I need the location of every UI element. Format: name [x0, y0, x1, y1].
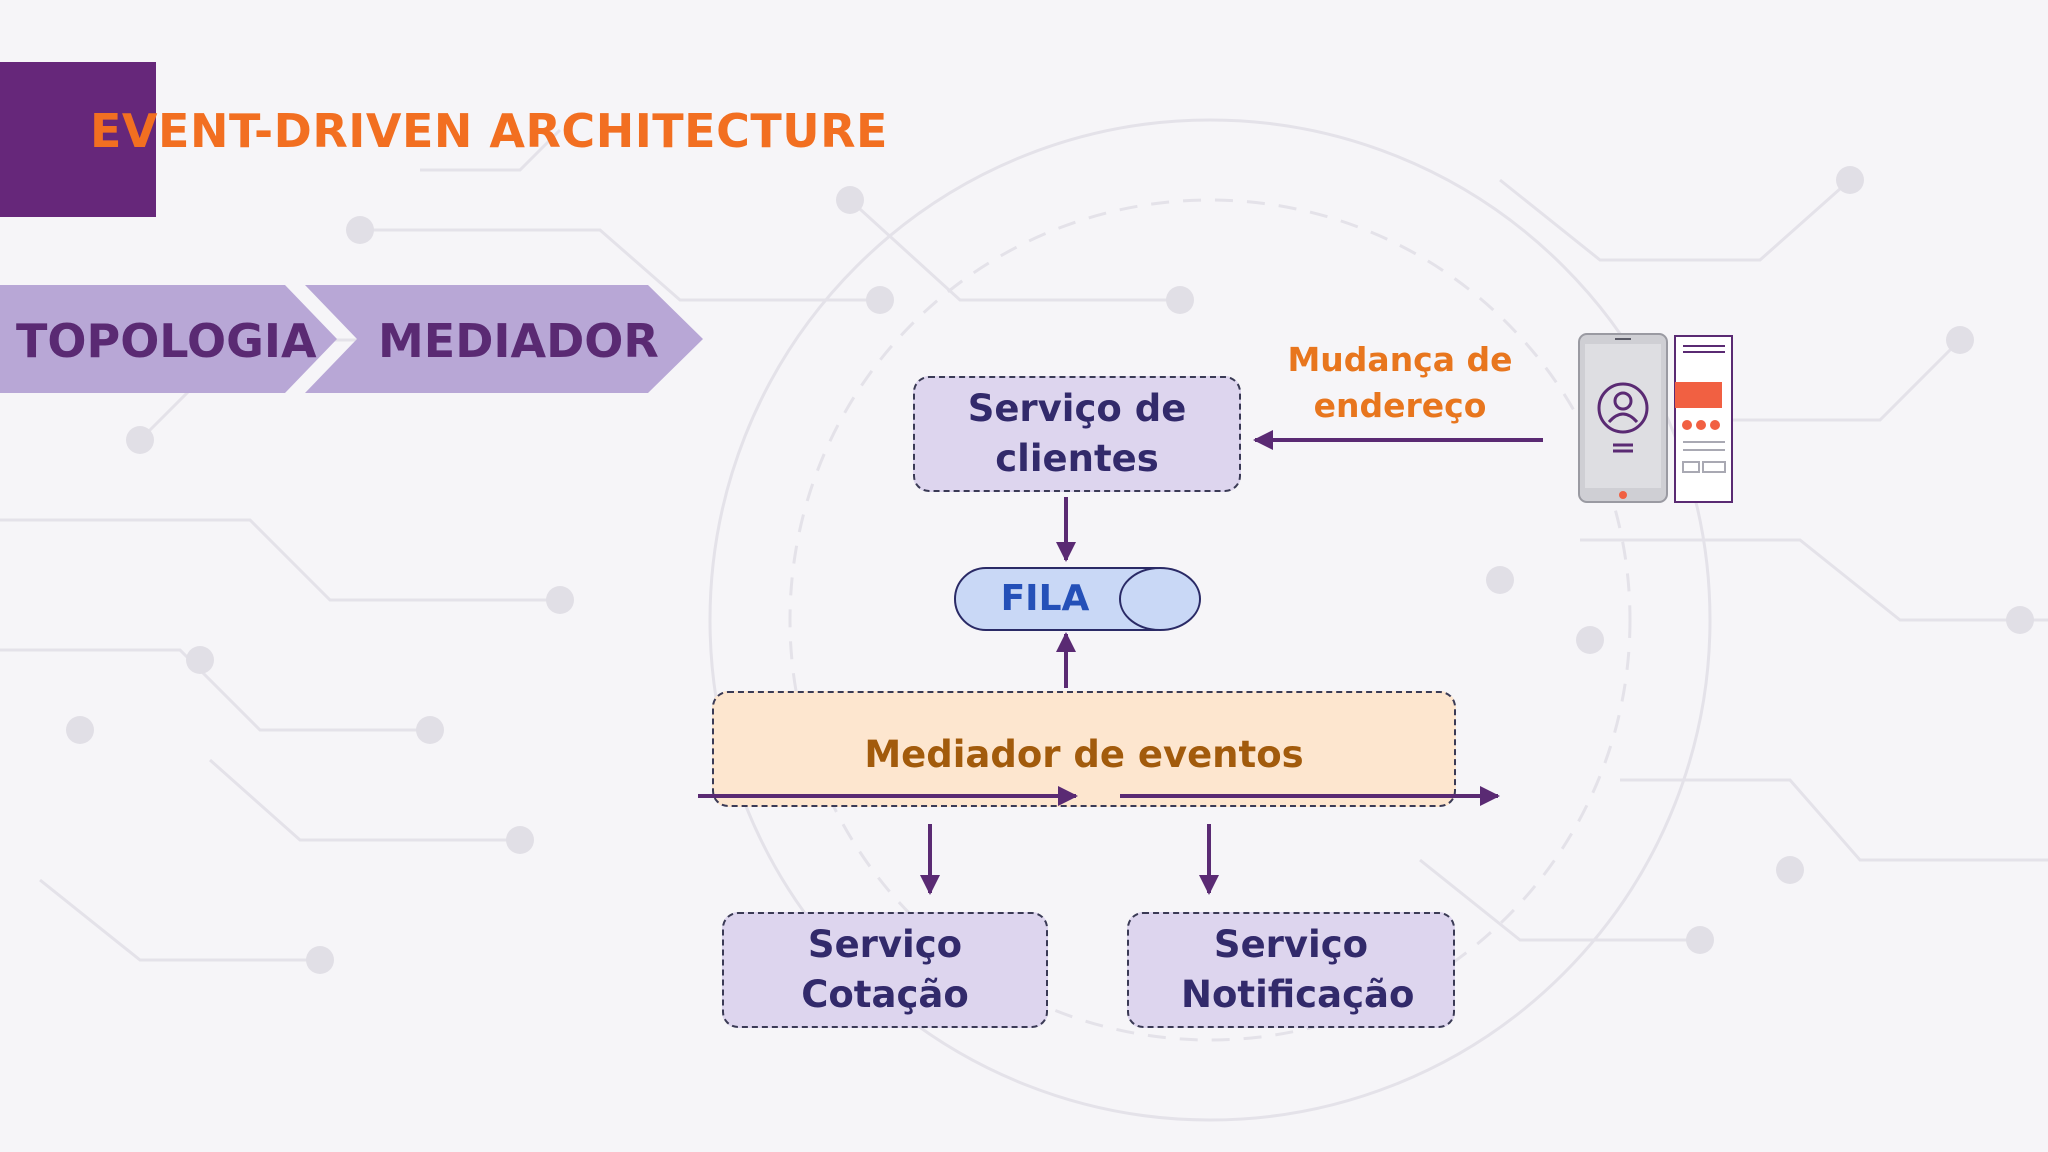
quote-service-label: Serviço Cotação [801, 923, 969, 1016]
quote-service-box: Serviço Cotação [722, 912, 1048, 1028]
title-accent-block [0, 62, 156, 217]
queue-label: FILA [1000, 578, 1090, 619]
notification-service-label: Serviço Notificação [1181, 923, 1415, 1016]
mobile-profile-icon [1578, 333, 1733, 503]
breadcrumb-item-topologia: TOPOLOGIA [16, 314, 317, 368]
event-mediator-label: Mediador de eventos [864, 733, 1304, 776]
breadcrumb [0, 285, 703, 393]
notification-service-box: Serviço Notificação [1127, 912, 1455, 1028]
client-service-box: Serviço de clientes [913, 376, 1241, 492]
breadcrumb-chevron-mediador [305, 285, 703, 393]
page-title: EVENT-DRIVEN ARCHITECTURE [90, 104, 888, 158]
event-mediator-box: Mediador de eventos [712, 691, 1456, 807]
breadcrumb-item-mediador: MEDIADOR [378, 314, 659, 368]
queue-shape [954, 567, 1201, 631]
breadcrumb-chevron-topologia [0, 285, 337, 393]
client-service-label: Serviço de clientes [967, 387, 1187, 480]
trigger-label: Mudança de endereço [1287, 340, 1513, 425]
